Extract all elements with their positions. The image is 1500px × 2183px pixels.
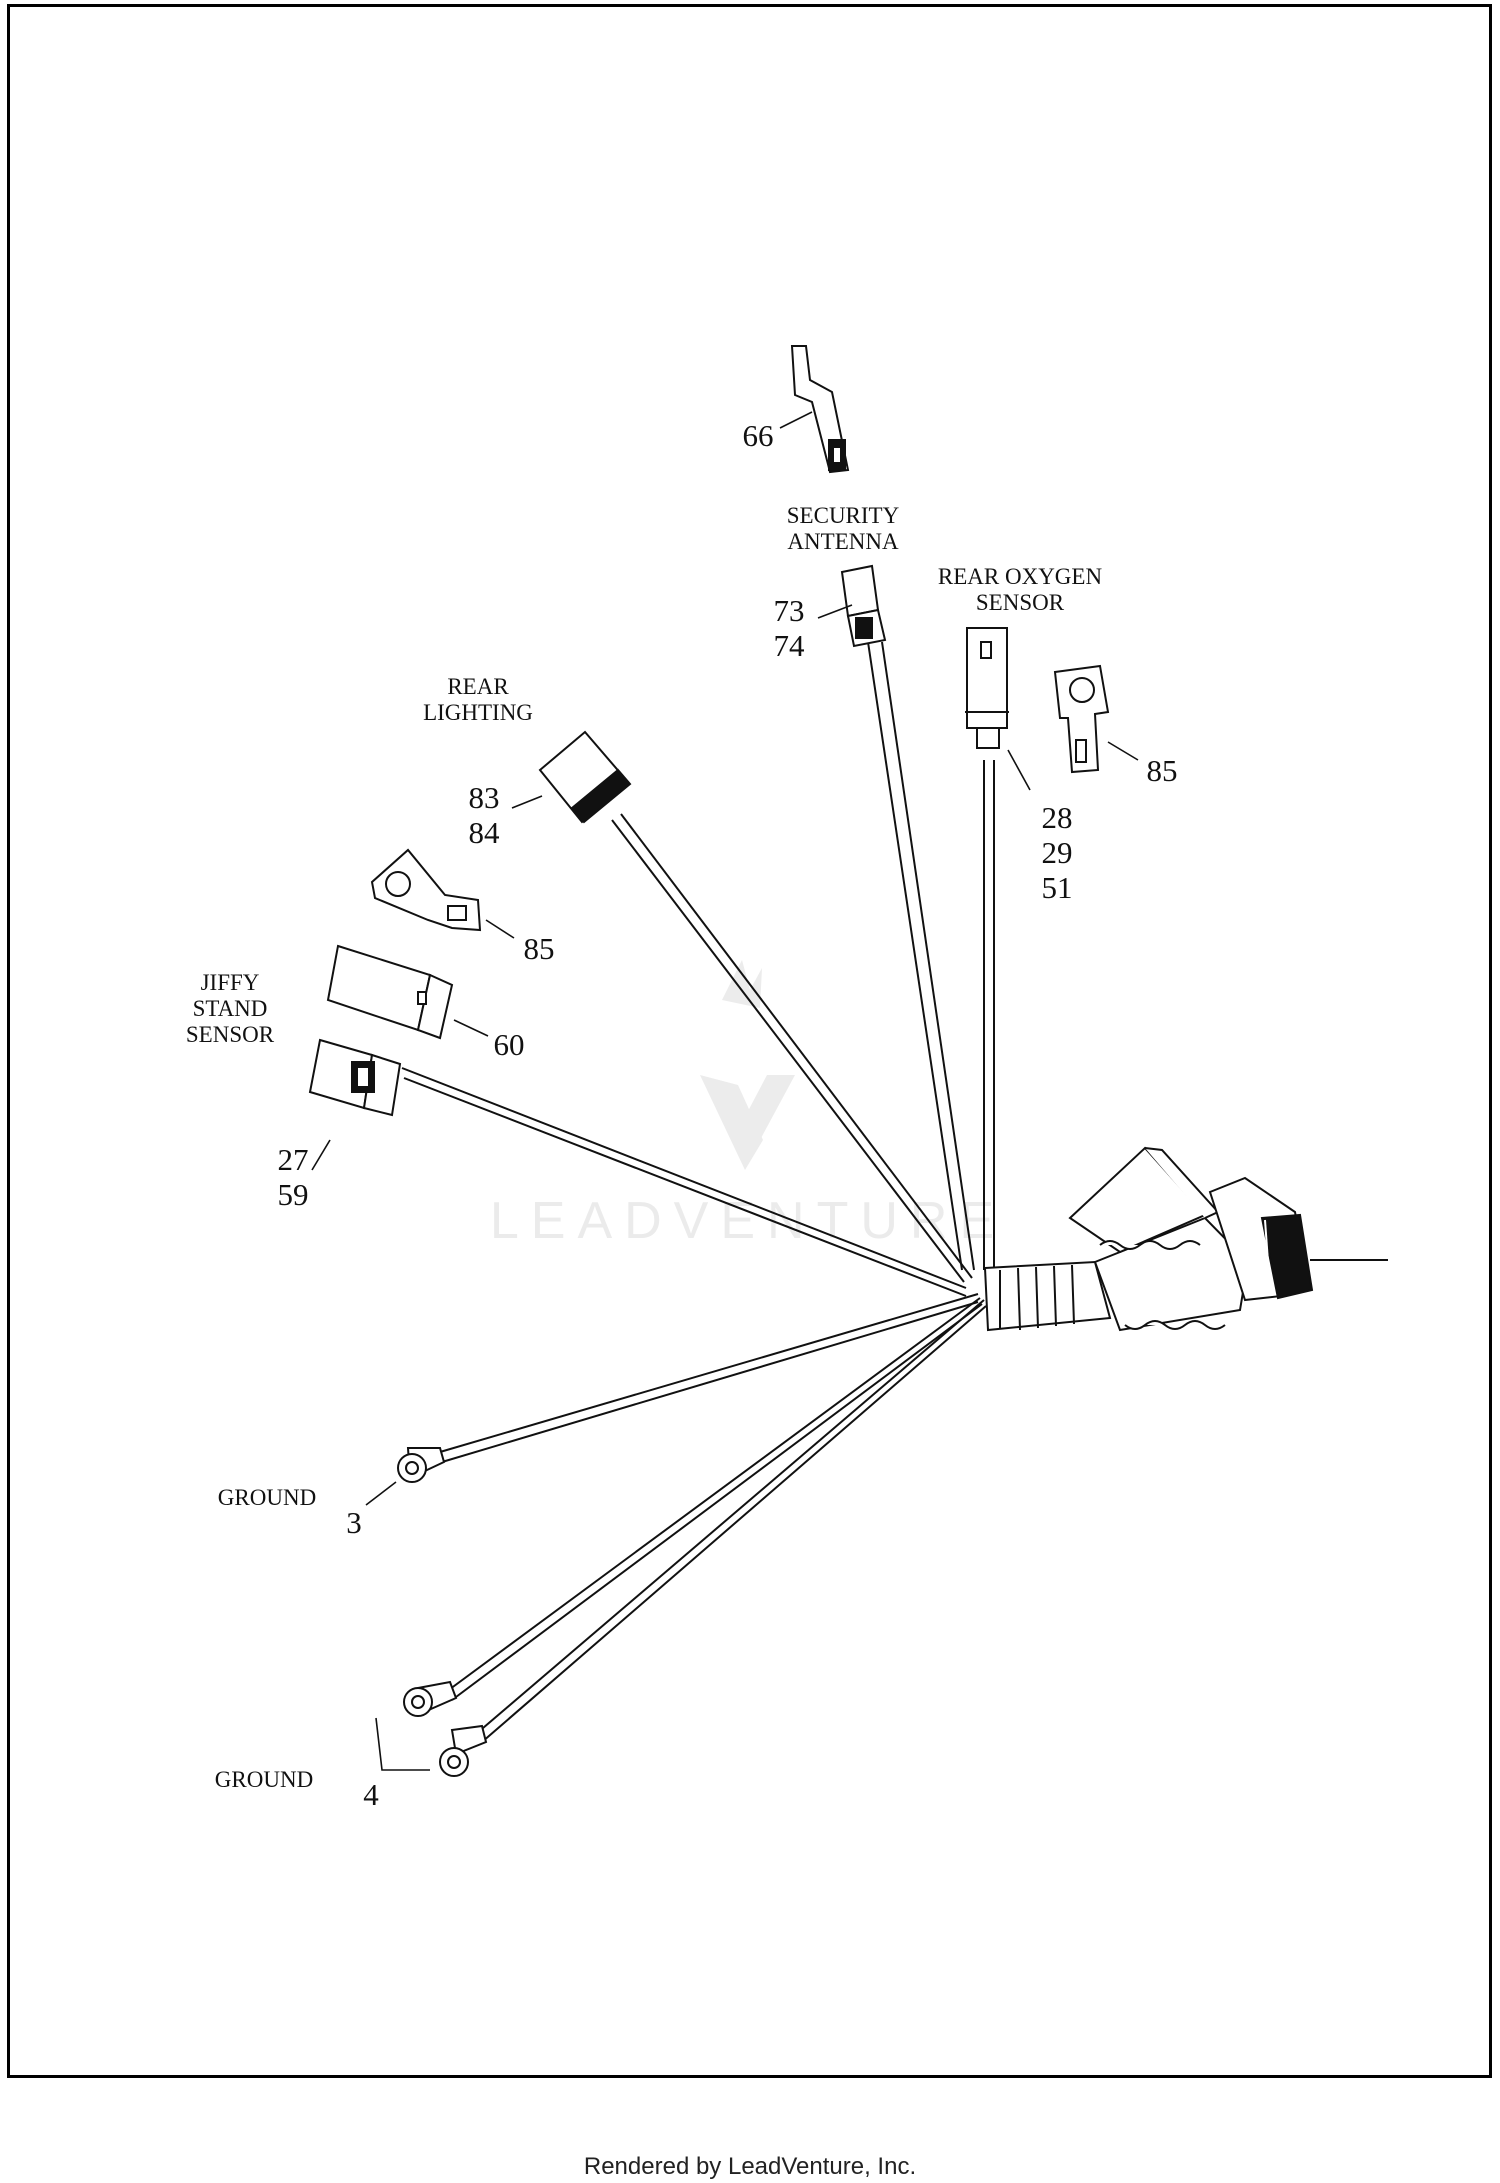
- watermark-logo: [700, 960, 795, 1170]
- ground-terminal-3: [397, 1447, 446, 1483]
- connector-60: [326, 944, 454, 1040]
- caption-security-antenna-1: SECURITY: [787, 503, 900, 528]
- callout-74: 74: [774, 628, 806, 663]
- ground-terminal-4a: [403, 1680, 458, 1717]
- footer-credit: Rendered by LeadVenture, Inc.: [583, 2153, 917, 2180]
- connector-jiffy-stand: [308, 1038, 402, 1117]
- caption-rear-oxygen-2: SENSOR: [976, 590, 1065, 615]
- callout-27: 27: [278, 1142, 309, 1177]
- callout-73: 73: [774, 593, 805, 628]
- caption-jiffy-2: STAND: [193, 996, 268, 1021]
- connector-rear-lighting: [538, 730, 632, 824]
- caption-rear-lighting-2: LIGHTING: [423, 700, 533, 725]
- callout-85-left: 85: [524, 931, 555, 966]
- caption-security-antenna-2: ANTENNA: [787, 529, 899, 554]
- callout-4: 4: [363, 1777, 379, 1812]
- callout-3: 3: [346, 1505, 362, 1540]
- callout-51: 51: [1042, 870, 1073, 905]
- diagram-frame: [7, 4, 1492, 2078]
- ground-terminal-4b: [439, 1724, 488, 1777]
- callout-84: 84: [469, 815, 501, 850]
- callout-59: 59: [278, 1177, 309, 1212]
- connector-security-antenna: [840, 564, 887, 648]
- caption-jiffy-3: SENSOR: [186, 1022, 275, 1047]
- caption-ground-lower: GROUND: [215, 1767, 313, 1792]
- caption-jiffy-1: JIFFY: [201, 970, 260, 995]
- connector-oxygen-sensor: [965, 627, 1009, 749]
- callout-83: 83: [469, 780, 500, 815]
- caption-rear-oxygen-1: REAR OXYGEN: [938, 564, 1103, 589]
- terminal-85-left: [370, 848, 482, 932]
- harness-wires: [401, 641, 1388, 1743]
- connector-66: [790, 345, 850, 474]
- callout-66: 66: [743, 418, 774, 453]
- harness-bundle: [983, 1146, 1314, 1332]
- caption-ground-upper: GROUND: [218, 1485, 316, 1510]
- callout-85-right: 85: [1147, 753, 1178, 788]
- caption-rear-lighting-1: REAR: [447, 674, 509, 699]
- terminal-85-right: [1053, 664, 1110, 774]
- leader-lines: [311, 411, 1139, 1771]
- callout-60: 60: [494, 1027, 525, 1062]
- callout-29: 29: [1042, 835, 1073, 870]
- callout-28: 28: [1042, 800, 1073, 835]
